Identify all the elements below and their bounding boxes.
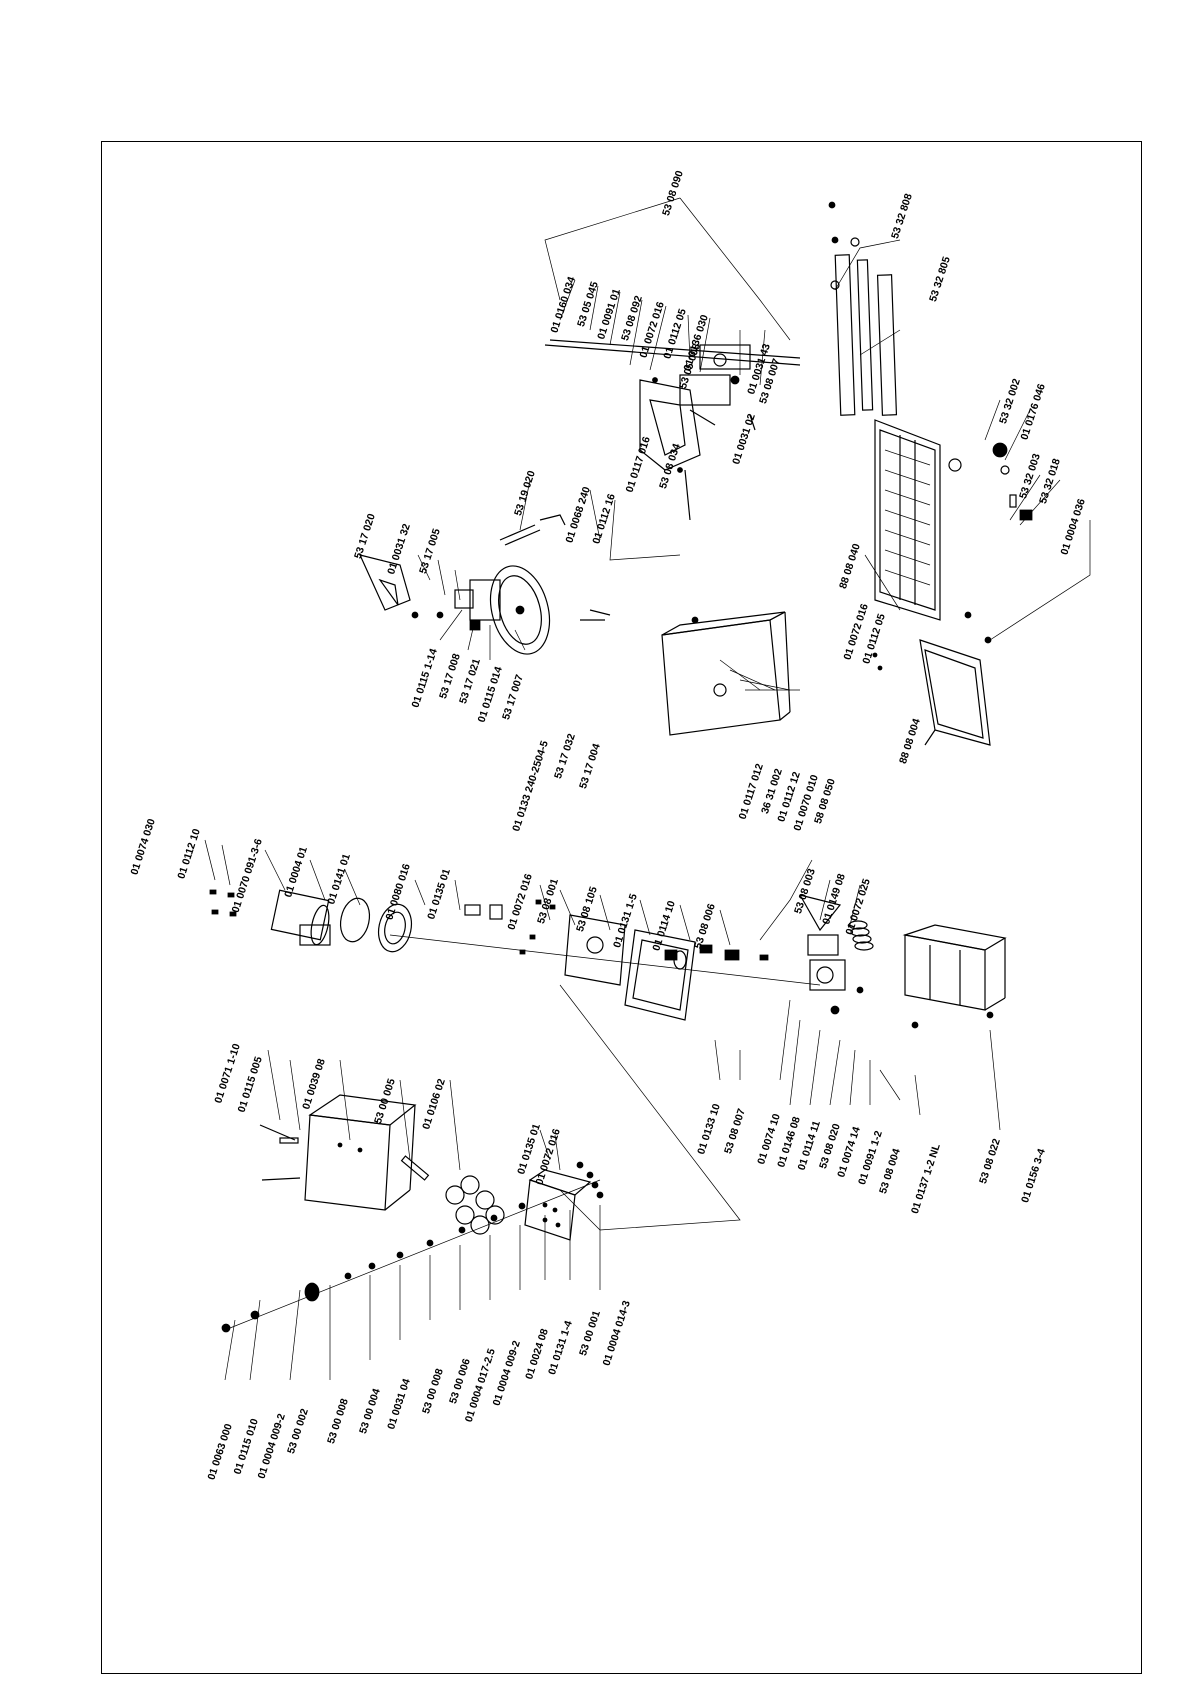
part-number-label: 88 08 040 — [837, 542, 863, 590]
part-number-label: 53 32 808 — [889, 192, 915, 240]
linkage-assembly — [544, 339, 801, 521]
housing-box — [661, 611, 791, 736]
part-number-label: 01 0114 10 — [650, 899, 678, 952]
part-number-label: 01 0004 01 — [282, 845, 310, 899]
part-number-label: 01 0117 016 — [624, 435, 653, 494]
part-number-label: 01 0070 091-3-6 — [230, 837, 265, 914]
part-number-label: 53 00 002 — [285, 1407, 311, 1455]
part-number-label: 53 00 001 — [577, 1309, 603, 1357]
cover-plate — [872, 639, 991, 746]
part-number-label: 01 0071 1-10 — [212, 1042, 243, 1105]
part-number-label: 53 00 004 — [357, 1387, 383, 1435]
part-number-label: 01 0004 009-2 — [491, 1339, 523, 1407]
part-number-label: 53 08 007 — [722, 1107, 748, 1155]
part-number-label: 53 32 002 — [997, 377, 1023, 425]
part-number-label: 01 0131 1-4 — [546, 1319, 575, 1376]
part-number-label: 53 17 020 — [352, 512, 378, 560]
part-number-label: 53 08 092 — [619, 294, 645, 342]
part-number-label: 01 0004 017-2.5 — [463, 1347, 498, 1424]
part-number-label: 53 08 004 — [877, 1147, 903, 1195]
part-number-label: 01 0115 1-14 — [409, 647, 439, 709]
part-number-label: 53 17 007 — [500, 673, 526, 721]
part-number-label: 01 0131 1-5 — [611, 892, 640, 949]
part-number-label: 01 0031 02 — [730, 412, 758, 466]
part-number-label: 53 05 045 — [575, 280, 601, 328]
part-number-label: 53 08 006 — [692, 902, 718, 950]
part-number-label: 01 0074 030 — [128, 817, 158, 876]
part-number-label: 01 0133 10 — [695, 1102, 723, 1156]
part-number-label: 01 0135 01 — [425, 867, 453, 921]
part-number-label: 53 00 005 — [372, 1077, 398, 1125]
roller-assembly — [828, 201, 1033, 644]
part-number-label: 53 17 005 — [417, 527, 443, 575]
part-number-label: 53 00 008 — [325, 1397, 351, 1445]
part-number-label: 53 17 021 — [457, 657, 483, 705]
parts — [209, 201, 1033, 1333]
part-number-label: 53 00 008 — [420, 1367, 446, 1415]
part-number-label: 53 17 004 — [577, 742, 603, 790]
part-number-label: 53 19 020 — [512, 469, 538, 517]
part-number-label: 01 0149 08 — [820, 872, 848, 926]
wheel-assembly — [358, 514, 611, 655]
part-number-label: 53 08 090 — [660, 169, 686, 217]
part-number-label: 01 0160 034 — [548, 275, 578, 334]
part-number-label: 01 0115 010 — [232, 1417, 261, 1476]
part-number-label: 01 0031 32 — [385, 522, 413, 576]
part-number-label: 53 08 003 — [792, 867, 818, 915]
part-number-label: 01 0068 240 — [563, 485, 593, 544]
part-number-label: 01 0091 01 — [595, 287, 623, 341]
control-box — [259, 1094, 604, 1241]
part-number-label: 01 0115 005 — [236, 1055, 265, 1114]
part-number-label: 01 0137 1-2 NL — [909, 1142, 943, 1216]
tray — [902, 924, 1007, 1029]
part-number-label: 53 08 022 — [977, 1137, 1003, 1185]
part-number-label: 01 0004 014-3 — [601, 1299, 633, 1367]
part-number-label: 01 0072 016 — [505, 872, 535, 931]
part-number-label: 01 0156 3-4 — [1019, 1147, 1048, 1204]
drawing-frame — [101, 141, 1142, 1674]
part-number-label: 01 0112 10 — [175, 827, 203, 880]
part-number-label: 01 0039 08 — [300, 1057, 328, 1111]
leader-lines — [204, 197, 1091, 1381]
part-number-label: 01 0176 046 — [1018, 382, 1048, 441]
part-number-label: 01 0133 240-2504-5 — [510, 739, 551, 833]
fittings-chain — [221, 1202, 526, 1333]
motor-assembly — [209, 889, 874, 1021]
part-number-label: 53 17 032 — [552, 732, 578, 780]
part-number-label: 01 0031 04 — [385, 1377, 413, 1431]
part-number-label: 53 08 105 — [574, 885, 600, 933]
part-number-label: 88 08 004 — [897, 717, 923, 765]
part-number-label: 01 0004 036 — [1058, 497, 1088, 556]
part-number-label: 01 0112 05 — [661, 307, 689, 360]
part-number-label: 53 32 805 — [927, 255, 953, 303]
part-number-label: 01 0106 02 — [420, 1077, 448, 1131]
